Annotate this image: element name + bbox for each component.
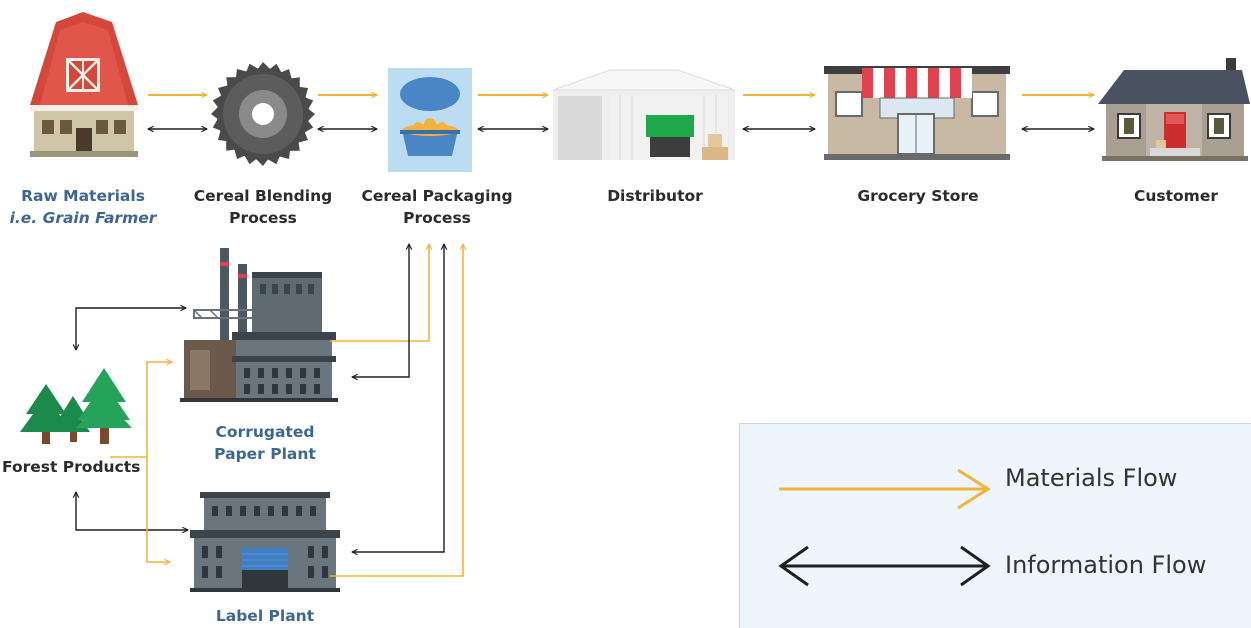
information-flow-legend-arrow <box>778 545 991 587</box>
cereal-blending-line1: Cereal Blending <box>193 187 333 205</box>
customer-label: Customer <box>1116 185 1236 207</box>
warehouse-icon <box>552 69 736 160</box>
materials-flow-legend-arrow <box>779 468 991 510</box>
distributor-title: Distributor <box>607 187 703 205</box>
materials-flow-legend-label: Materials Flow <box>1005 464 1178 492</box>
customer-title: Customer <box>1133 187 1218 205</box>
awning <box>862 68 972 98</box>
corrugated-paper-plant-label: Corrugated Paper Plant <box>195 421 335 465</box>
raw-materials-title: Raw Materials <box>21 187 145 205</box>
label-plant-label: Label Plant <box>195 605 335 627</box>
forest-products-title: Forest Products <box>2 458 141 476</box>
forest-icon <box>20 368 132 444</box>
cereal-box-icon <box>388 68 472 172</box>
raw-materials-label: Raw Materials i.e. Grain Farmer <box>8 185 158 229</box>
supplier-flow-lines <box>76 244 463 577</box>
information-flow-legend-label: Information Flow <box>1005 551 1207 579</box>
raw-materials-sublabel: i.e. Grain Farmer <box>9 209 157 227</box>
grocery-store-icon <box>824 66 1010 160</box>
saw-blade-icon <box>211 62 315 166</box>
forest-products-label: Forest Products <box>2 456 154 478</box>
corrugated-paper-plant-icon <box>180 248 338 402</box>
cereal-blending-label: Cereal Blending Process <box>183 185 343 229</box>
house-icon <box>1098 58 1250 161</box>
grocery-store-title: Grocery Store <box>857 187 979 205</box>
corrugated-line1: Corrugated <box>215 423 315 441</box>
label-plant-icon <box>190 492 340 592</box>
legend-arrows <box>778 468 991 587</box>
cereal-packaging-label: Cereal Packaging Process <box>352 185 522 229</box>
grocery-store-label: Grocery Store <box>843 185 993 207</box>
barn-icon <box>30 12 138 157</box>
label-plant-title: Label Plant <box>215 607 315 625</box>
corrugated-line2: Paper Plant <box>214 445 316 463</box>
legend: Materials Flow Information Flow <box>739 423 1251 628</box>
cereal-packaging-line2: Process <box>403 209 471 227</box>
distributor-label: Distributor <box>585 185 725 207</box>
cereal-blending-line2: Process <box>229 209 297 227</box>
cereal-packaging-line1: Cereal Packaging <box>361 187 513 205</box>
